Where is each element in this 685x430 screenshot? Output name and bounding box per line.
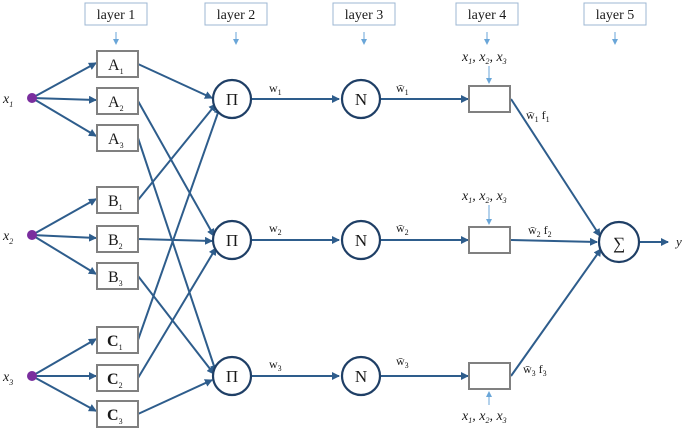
consequent-output-1: w̄1 f1: [526, 108, 550, 124]
connections: [31, 62, 669, 415]
layer-1-label: layer 1: [97, 8, 135, 23]
weight-labels: w1 w2 w3: [269, 81, 282, 373]
layer-headers: layer 1 layer 2 layer 3 layer 4 layer 5: [84, 2, 647, 45]
mf-label-a1: A1: [108, 57, 124, 76]
input-label-2: x2: [2, 229, 13, 246]
sum-node: ∑: [597, 220, 641, 264]
sum-node-circle: [597, 220, 641, 264]
consequent-inputs-3: x1, x2, x3: [461, 409, 507, 425]
output-label: y: [674, 234, 682, 249]
norm-weight-labels: w̄1 w̄2 w̄3: [396, 81, 409, 370]
mf-box-b3: [96, 262, 139, 290]
rule-nodes: Π Π Π: [211, 78, 253, 397]
consequent-output-2: w̄2 f2: [528, 223, 552, 239]
consequent-box-1: [468, 85, 511, 113]
mf-label-c2: C2: [107, 371, 123, 390]
norm-weight-label-1: w̄1: [396, 81, 409, 97]
input-label-3: x3: [2, 370, 13, 387]
rule-symbol-1: Π: [226, 90, 238, 109]
mf-label-b1: B1: [108, 193, 123, 212]
mf-label-c3: C3: [107, 407, 123, 426]
rule-symbol-3: Π: [226, 367, 238, 386]
mf-box-c1: [96, 326, 139, 354]
layer-header-1: layer 1: [84, 2, 148, 45]
layer-5-label: layer 5: [596, 8, 634, 23]
mf-box-a1: [96, 50, 139, 78]
input-node-1: [27, 93, 37, 103]
consequent-box-2: [468, 226, 511, 254]
norm-node-2: [340, 219, 382, 261]
consequent-output-labels: w̄1 f1 w̄2 f2 w̄3 f3: [523, 108, 552, 378]
mf-label-b3: B3: [108, 269, 123, 288]
layer-header-4: layer 4: [455, 2, 519, 45]
consequent-boxes: [468, 85, 511, 390]
input-node-3: [27, 371, 37, 381]
consequent-output-3: w̄3 f3: [523, 362, 547, 378]
consequent-inputs-2: x1, x2, x3: [461, 189, 507, 205]
layer-header-5: layer 5: [583, 2, 647, 45]
layer-4-label: layer 4: [468, 8, 506, 23]
mf-label-c1: C1: [107, 333, 123, 352]
membership-boxes: [96, 50, 139, 428]
norm-node-1: [340, 78, 382, 120]
rule-node-3: [211, 355, 253, 397]
mf-label-a2: A2: [108, 94, 124, 113]
layer-header-3: layer 3: [332, 2, 396, 45]
consequent-input-labels: x1, x2, x3 x1, x2, x3 x1, x2, x3: [461, 50, 507, 425]
sum-symbol: ∑: [613, 234, 625, 253]
norm-node-3: [340, 355, 382, 397]
mf-box-c3: [96, 400, 139, 428]
consequent-inputs-1: x1, x2, x3: [461, 50, 507, 66]
norm-symbol-3: N: [355, 367, 367, 386]
norm-weight-label-2: w̄2: [396, 221, 409, 237]
weight-label-1: w1: [269, 81, 282, 97]
mf-label-b2: B2: [108, 232, 123, 251]
rule-node-1: [211, 78, 253, 120]
weight-label-2: w2: [269, 221, 282, 237]
mf-box-b1: [96, 186, 139, 214]
membership-labels: A1 A2 A3 B1 B2 B3 C1 C2 C3: [107, 57, 124, 426]
mf-label-a3: A3: [108, 131, 124, 150]
rule-node-2: [211, 219, 253, 261]
norm-nodes: N N N: [340, 78, 382, 397]
mf-box-c2: [96, 364, 139, 392]
inputs: x1 x2 x3: [2, 92, 37, 387]
input-node-2: [27, 230, 37, 240]
consequent-box-3: [468, 362, 511, 390]
layer-3-label: layer 3: [345, 8, 383, 23]
mf-box-a2: [96, 87, 139, 115]
norm-symbol-1: N: [355, 90, 367, 109]
mf-box-b2: [96, 225, 139, 253]
norm-symbol-2: N: [355, 231, 367, 250]
weight-label-3: w3: [269, 357, 282, 373]
rule-symbol-2: Π: [226, 231, 238, 250]
layer-2-label: layer 2: [217, 8, 255, 23]
input-label-1: x1: [2, 92, 13, 109]
layer-header-2: layer 2: [204, 2, 268, 45]
norm-weight-label-3: w̄3: [396, 354, 409, 370]
mf-box-a3: [96, 124, 139, 152]
